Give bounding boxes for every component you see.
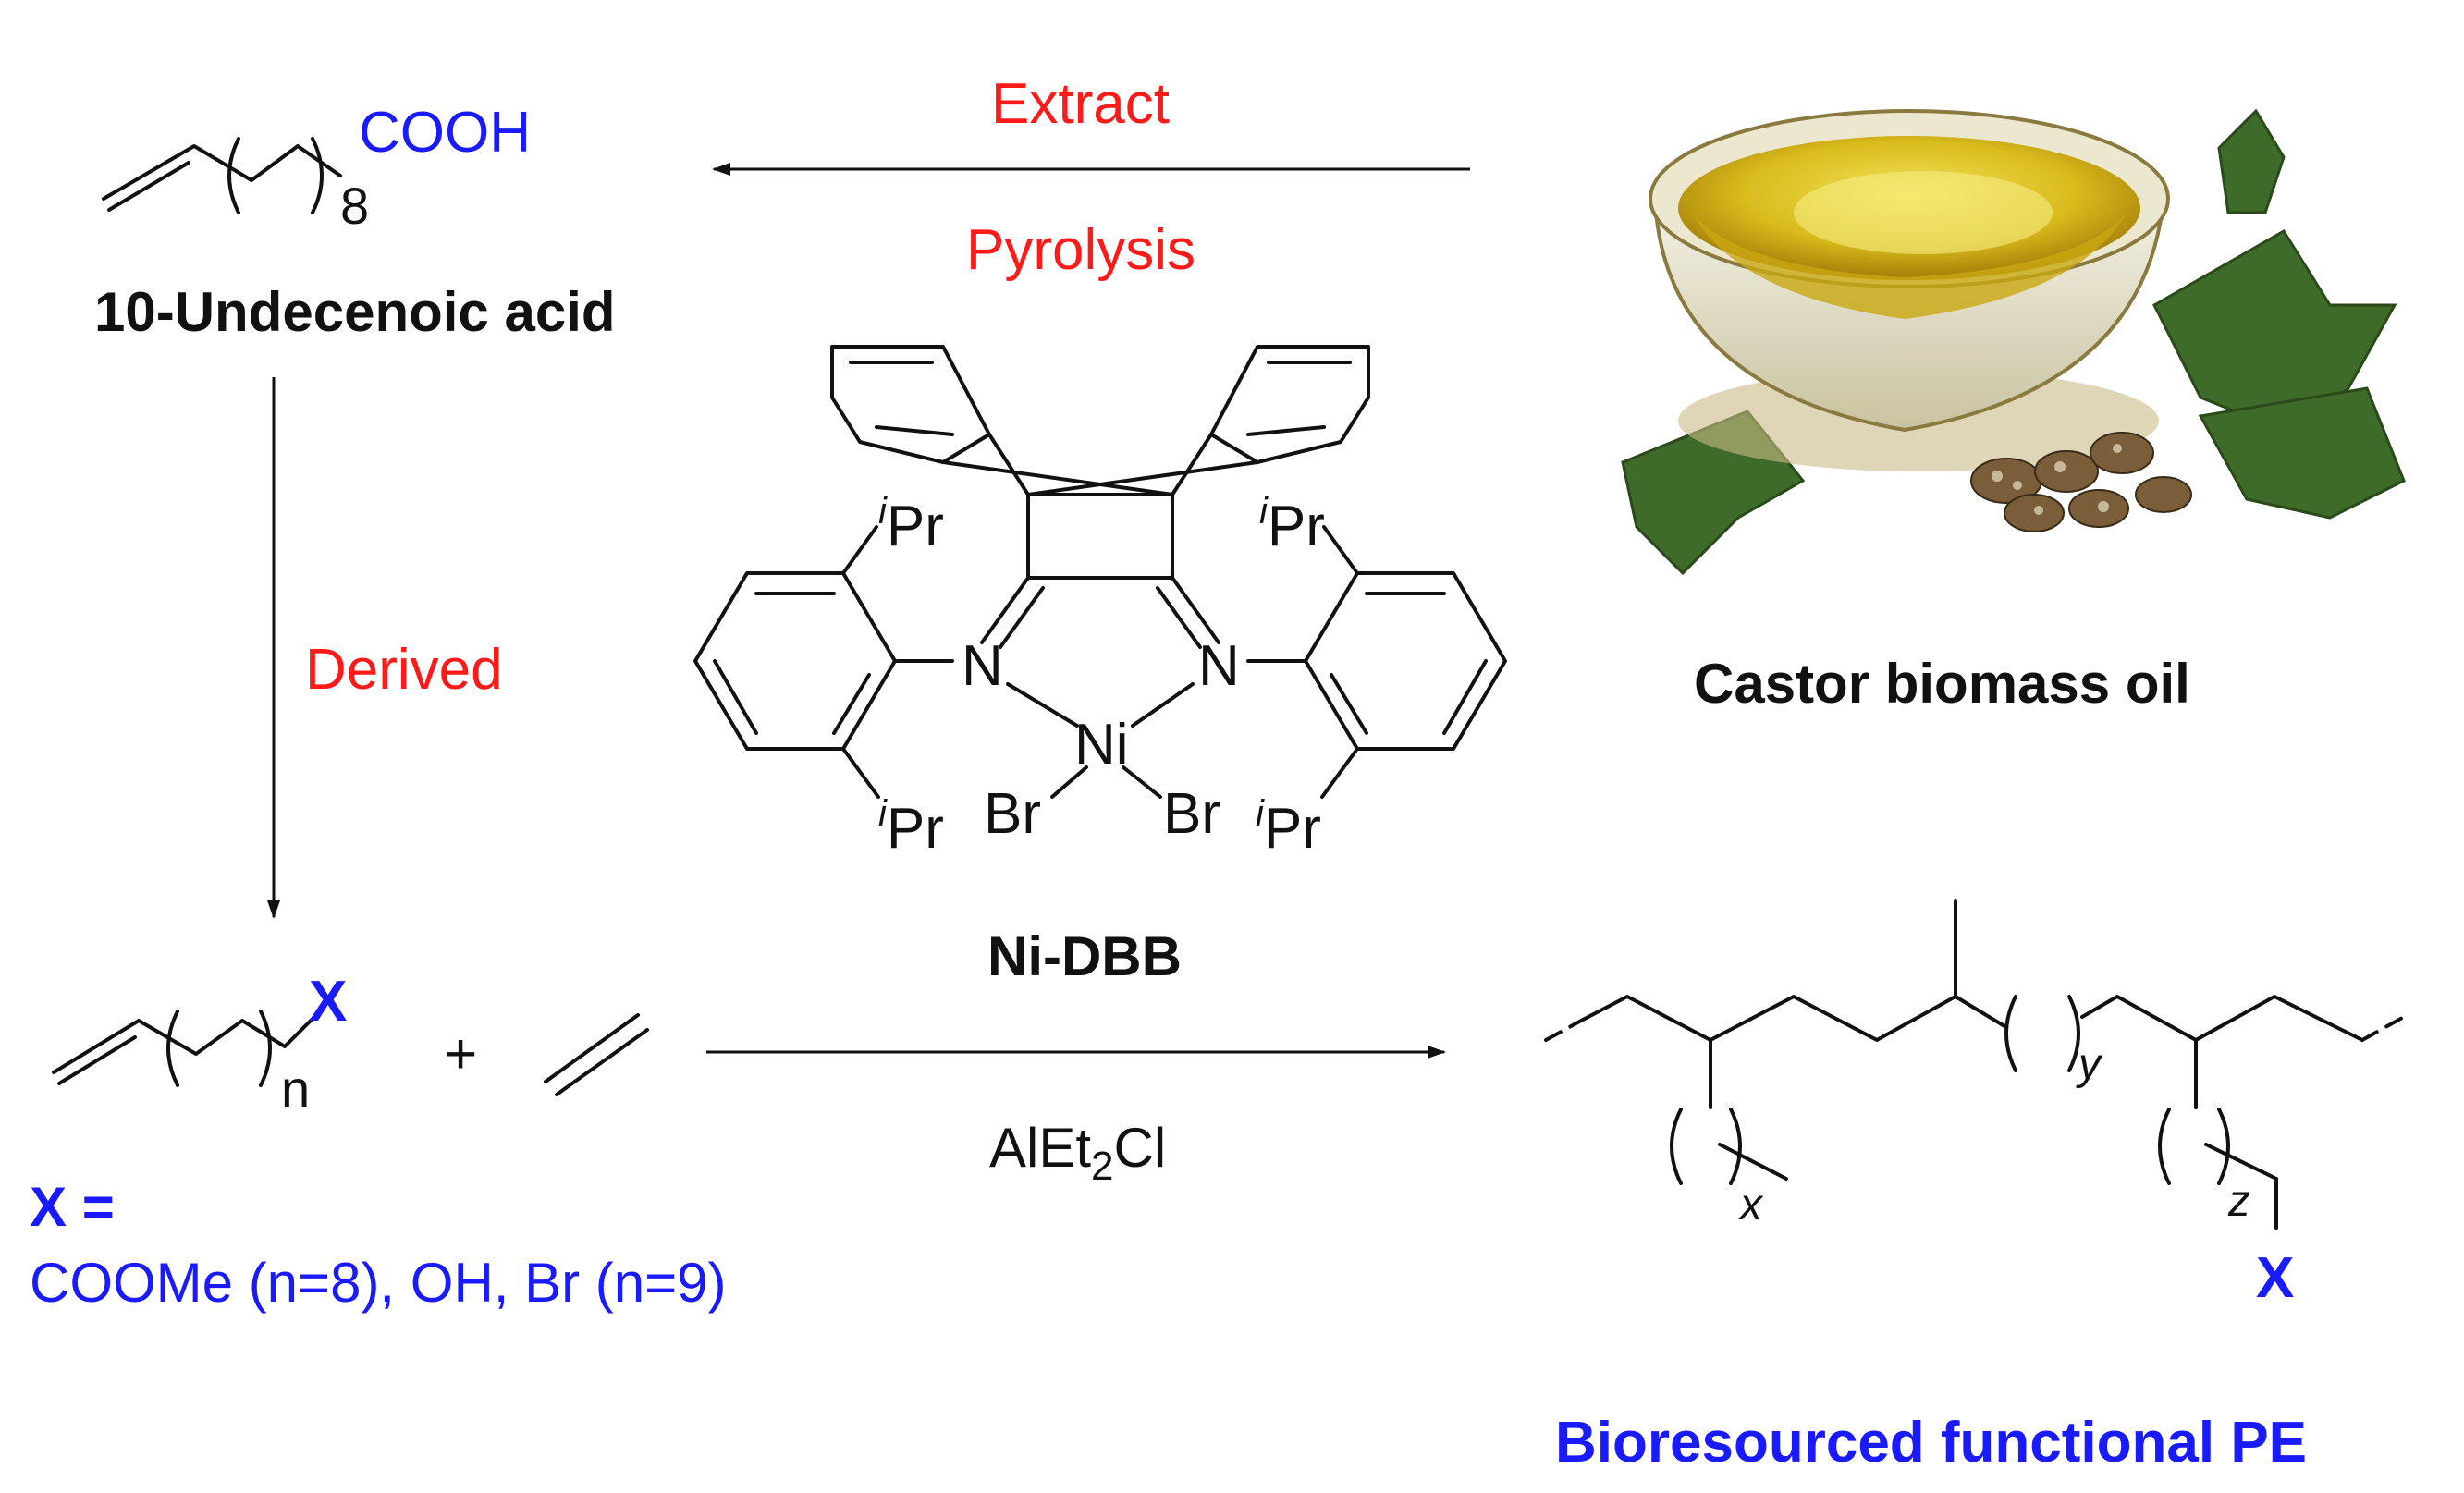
- ipr-superscript: i: [878, 793, 887, 834]
- catalyst-ipr-top-right: iPr: [1259, 493, 1325, 556]
- monomer-repeat-label: n: [281, 1059, 311, 1118]
- ipr-text: Pr: [1263, 797, 1321, 861]
- ipr-text: Pr: [1267, 495, 1325, 558]
- ni-dbb-catalyst-structure: [693, 345, 1507, 799]
- catalyst-ipr-top-left: iPr: [878, 493, 944, 556]
- product-y-subscript: y: [2078, 1040, 2101, 1089]
- acid-repeat-label: 8: [340, 177, 370, 235]
- pyrolysis-label: Pyrolysis: [966, 218, 1196, 282]
- catalyst-n-right: N: [1198, 634, 1240, 698]
- cocatalyst-tail: Cl: [1113, 1117, 1167, 1179]
- castor-oil-bowl-icon: [1621, 108, 2406, 576]
- acid-group-label: COOH: [359, 101, 531, 165]
- cocatalyst-base: AlEt: [989, 1117, 1092, 1179]
- undecenoic-acid-name: 10-Undecenoic acid: [94, 281, 616, 343]
- catalyst-ipr-bottom-right: iPr: [1256, 795, 1321, 858]
- catalyst-br-left: Br: [984, 782, 1041, 846]
- catalyst-br-right: Br: [1163, 782, 1220, 846]
- functional-pe-structure: [1544, 899, 2406, 1230]
- ipr-superscript: i: [1256, 793, 1264, 834]
- product-z-subscript: z: [2228, 1177, 2250, 1226]
- extract-label: Extract: [991, 72, 1170, 136]
- ipr-text: Pr: [886, 797, 944, 861]
- ipr-superscript: i: [1259, 491, 1268, 532]
- cocatalyst-label: AlEt2Cl: [989, 1120, 1166, 1187]
- catalyst-ipr-bottom-left: iPr: [878, 795, 944, 858]
- product-x-group: X: [2256, 1246, 2295, 1310]
- monomer-x-group: X: [309, 970, 348, 1034]
- plus-sign: +: [444, 1022, 478, 1086]
- catalyst-ni: Ni: [1074, 713, 1129, 777]
- product-x-subscript: x: [1740, 1181, 1762, 1230]
- catalyst-n-left: N: [962, 634, 1003, 698]
- castor-oil-name: Castor biomass oil: [1694, 653, 2190, 715]
- comonomer-structure: [52, 1010, 318, 1087]
- ethylene-structure: [544, 1013, 649, 1096]
- ipr-superscript: i: [878, 491, 887, 532]
- derived-label: Derived: [305, 638, 503, 702]
- product-name: Bioresourced functional PE: [1555, 1411, 2308, 1475]
- x-definition-values: COOMe (n=8), OH, Br (n=9): [30, 1252, 727, 1314]
- ipr-text: Pr: [886, 495, 944, 558]
- catalyst-name: Ni-DBB: [987, 925, 1182, 987]
- undecenoic-acid-structure: [102, 137, 342, 214]
- cocatalyst-subscript: 2: [1091, 1144, 1114, 1189]
- x-definition-label: X =: [30, 1176, 115, 1238]
